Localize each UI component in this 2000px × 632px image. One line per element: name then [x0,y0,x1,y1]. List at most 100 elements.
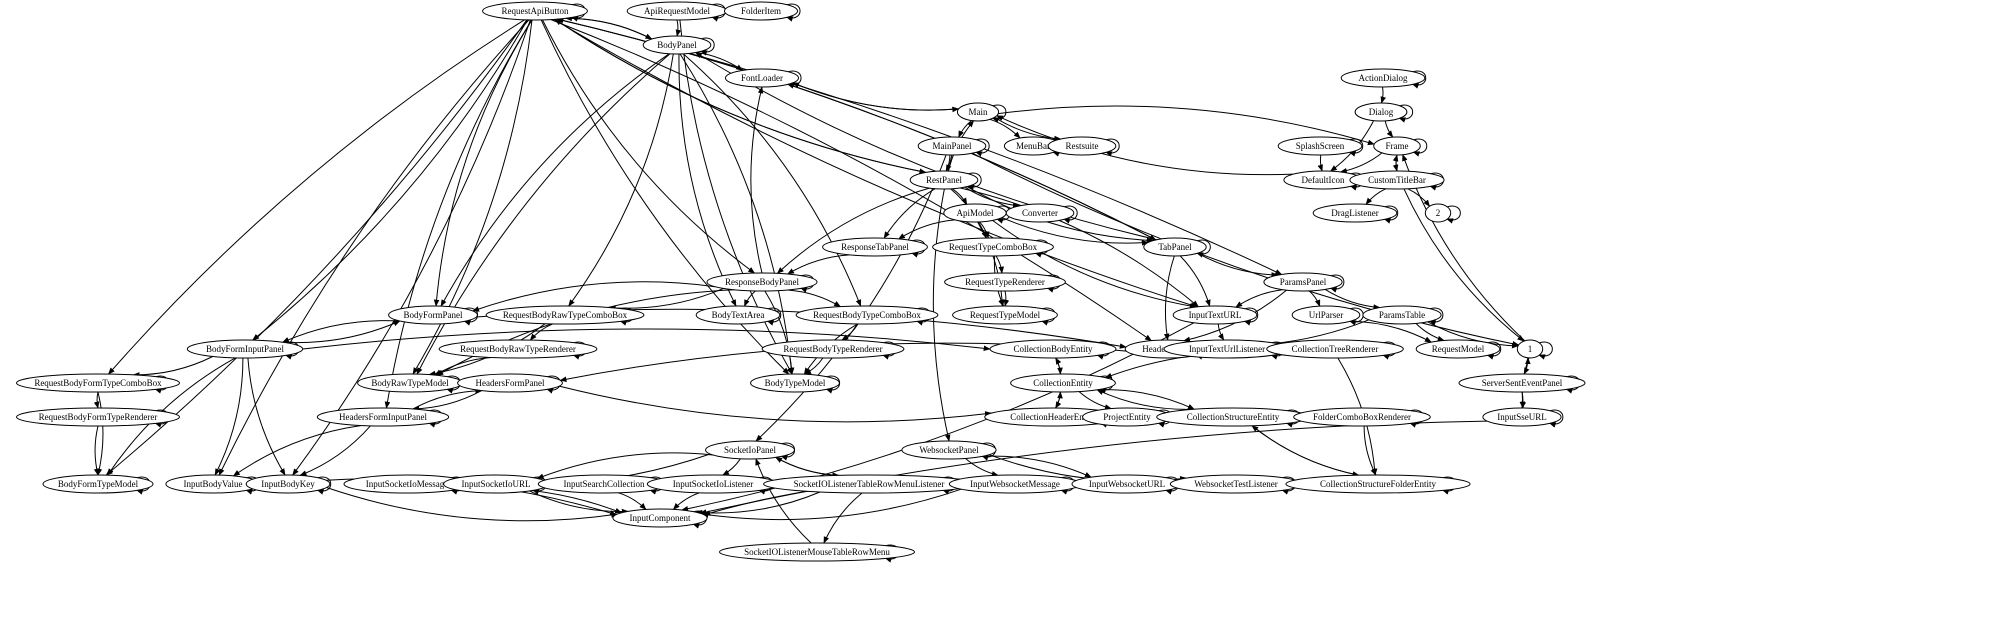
node-collection-structure-entity: CollectionStructureEntity [1156,407,1310,427]
edge-headers-form-panel-to-headers-form-input-panel [412,390,482,412]
node-splash-screen: SplashScreen [1277,136,1363,156]
self-loop-rest-panel [967,172,982,191]
node-collection-entity: CollectionEntity [1010,373,1116,393]
node-label: InputBodyKey [261,479,315,489]
node-request-body-raw-type-combo-box: RequestBodyRawTypeComboBox [485,305,645,325]
edge-response-body-panel-to-body-form-panel [472,281,716,312]
node-label: FontLoader [741,73,783,83]
edge-collection-structure-entity-to-collection-entity [1096,389,1195,410]
node-label: RequestBodyRawTypeComboBox [503,310,628,320]
node-label: Dialog [1369,107,1394,117]
node-url-parser: UrlParser [1291,305,1361,325]
node-server-sent-event-panel: ServerSentEventPanel [1458,373,1586,393]
edge-api-model-to-request-type-combo-box [979,221,990,239]
node-label: InputBodyValue [184,479,243,489]
node-shape [1415,339,1501,359]
node-shape [822,237,928,257]
node-api-request-model: ApiRequestModel [626,1,728,21]
node-body-form-panel: BodyFormPanel [388,305,478,325]
edge-request-body-form-type-combo-box-to-request-body-form-type-renderer [93,391,100,409]
node-shape [706,272,818,292]
self-loop-input-sse-url [1548,409,1564,428]
edge-server-sent-event-panel-to-input-sse-url [1520,391,1527,409]
node-body-text-area: BodyTextArea [695,305,781,325]
node-label: SocketIoPanel [724,445,776,455]
node-label: RestPanel [926,175,962,185]
node-label: DragListener [1331,208,1378,218]
node-shape [1340,68,1426,88]
edge-rest-panel-to-request-api-button [554,18,926,173]
node-label: Converter [1022,208,1058,218]
edge-dialog-to-frame [1384,120,1394,138]
self-loop-body-panel [700,37,715,56]
edge-request-body-form-type-renderer-to-body-form-type-model [93,425,100,476]
edge-body-panel-to-body-type-model [679,53,795,375]
node-label: RequestBodyFormTypeRenderer [39,412,158,422]
node-body-type-model: BodyTypeModel [750,373,840,393]
node-frame: Frame [1373,136,1421,156]
self-loop-drag-listener [1383,205,1399,224]
self-loop-request-model [1486,341,1502,360]
node-label: MenuBar [1016,141,1050,151]
edge-input-websocket-message-to-input-component [701,488,962,521]
edge-request-api-button-to-rest-panel [554,18,927,174]
edge-socket-io-listener-table-row-menu-listener-to-socket-io-listener-mouse-table-row-menu [823,492,863,544]
node-request-body-form-type-combo-box: RequestBodyFormTypeComboBox [16,373,180,393]
node-label: DefaultIcon [1302,175,1345,185]
edge-request-api-button-to-headers-form-input-panel [384,19,533,409]
edge-main-to-restsuite [994,116,1062,142]
edge-folder-combo-box-renderer-to-collection-structure-folder-entity [1363,425,1377,476]
node-shape [438,339,598,359]
node-label: FolderItem [741,6,781,16]
node-request-type-model: RequestTypeModel [952,305,1058,325]
self-loop-1 [1538,341,1553,360]
node-shape [612,508,708,528]
edge-body-form-input-panel-to-input-body-value [214,357,244,476]
node-label: ParamsTable [1379,310,1425,320]
edge-input-body-key-to-input-component [326,487,619,522]
node-shape [316,407,450,427]
node-shape [1373,136,1421,156]
node-label: RequestModel [1432,344,1485,354]
node-label: Frame [1386,141,1409,151]
node-label: InputSearchCollection [564,479,645,489]
node-shape [42,474,154,494]
node-folder-item: FolderItem [724,1,798,21]
edge-request-api-button-to-response-body-panel [542,19,756,274]
edge-rest-panel-to-input-text-url [959,187,1199,308]
node-websocket-test-listener: WebsocketTestListener [1169,474,1303,494]
node-shape [917,136,987,156]
node-shape [1424,203,1452,223]
edge-request-type-combo-box-to-request-type-renderer [995,255,1005,274]
self-loop-body-text-area [766,307,782,326]
edge-request-api-button-to-body-form-input-panel [252,19,528,341]
node-shape [909,170,979,190]
edge-body-form-input-panel-to-body-form-panel [282,320,401,344]
node-label: ParamsPanel [1280,277,1327,287]
edge-request-body-type-combo-box-to-request-body-type-renderer [841,323,859,341]
node-input-websocket-message: InputWebsocketMessage [948,474,1082,494]
edge-params-panel-to-params-table [1324,288,1381,310]
edge-api-model-to-tab-panel [1001,217,1149,246]
edge-input-socket-io-url-to-input-component [529,490,629,515]
node-action-dialog: ActionDialog [1340,68,1426,88]
node-request-model: RequestModel [1415,339,1501,359]
node-params-table: ParamsTable [1362,305,1442,325]
node-input-component: InputComponent [612,508,708,528]
edge-response-body-panel-to-body-raw-type-model [436,289,735,376]
node-shape [642,35,712,55]
self-loop-params-table [1428,307,1444,326]
node-shape [705,440,795,460]
self-loop-splash-screen [1348,138,1364,157]
edge-tab-panel-to-request-api-button [556,17,1157,241]
edge-api-model-to-request-type-model [977,221,1005,307]
node-label: InputSseURL [1497,412,1547,422]
node-label: CollectionBodyEntity [1014,344,1093,354]
node-label: 1 [1528,344,1533,354]
edge-main-to-frame [998,105,1375,146]
edge-rest-panel-to-api-model [951,188,968,205]
node-label: InputSocketIoMessage [366,479,448,489]
node-shape [485,305,645,325]
node-label: InputSocketIoListener [673,479,753,489]
